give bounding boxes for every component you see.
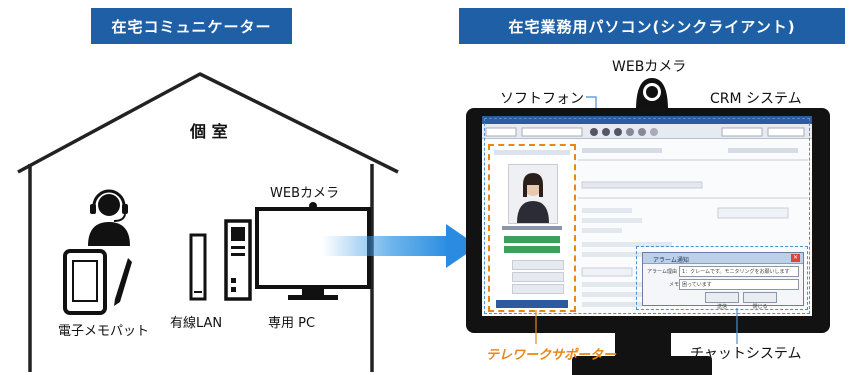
- monitor-webcam-label: WEBカメラ: [612, 59, 687, 75]
- alarm-reason-select[interactable]: 1：クレームです。モニタリングをお願いします: [679, 266, 799, 277]
- house-webcam-label: WEBカメラ: [270, 186, 339, 201]
- crm-system-frame: [484, 118, 810, 314]
- alarm-memo-input[interactable]: 困っています: [679, 279, 799, 290]
- alarm-cancel-button[interactable]: 閉じる: [743, 292, 777, 310]
- alarm-memo-label: メモ: [669, 282, 680, 288]
- chat-system-label: チャットシステム: [690, 346, 802, 362]
- chat-callout-line: [736, 308, 738, 344]
- room-label: 個 室: [190, 122, 228, 141]
- softphone-label: ソフトフォン: [500, 91, 584, 107]
- pen-icon: [114, 258, 132, 306]
- alarm-send-button[interactable]: 送信: [705, 292, 739, 310]
- connection-arrow: [322, 224, 478, 268]
- operator-headset-icon: [88, 189, 130, 246]
- lan-router-icon: [189, 233, 207, 301]
- agent-avatar-icon: [517, 173, 549, 223]
- monitor-screen: アラーム通知 ✕ アラーム理由 1：クレームです。モニタリングをお願いします メ…: [482, 116, 812, 316]
- house-outline: [17, 72, 399, 372]
- tablet-label: 電子メモパット: [58, 324, 150, 339]
- agent-photo-box: [508, 164, 558, 224]
- alarm-dialog: アラーム通知 ✕ アラーム理由 1：クレームです。モニタリングをお願いします メ…: [642, 252, 804, 310]
- telework-supporter-panel: [488, 144, 576, 312]
- pc-label: 専用 PC: [268, 316, 316, 331]
- crm-form-area: [578, 142, 808, 312]
- telework-call-button[interactable]: [504, 246, 560, 253]
- telework-supporter-label: テレワークサポーター: [486, 348, 617, 363]
- left-banner: 在宅コミュニケーター: [91, 8, 292, 44]
- crm-toolbar: [482, 124, 812, 139]
- right-banner: 在宅業務用パソコン(シンクライアント): [459, 8, 845, 44]
- chat-system-frame: [636, 246, 808, 310]
- monitor-stand-neck: [615, 333, 671, 357]
- monitor-stand-base: [572, 356, 712, 375]
- crm-titlebar: [482, 116, 812, 124]
- telework-callout-line: [535, 310, 537, 344]
- crm-label: CRM システム: [710, 91, 802, 107]
- alarm-dialog-close-icon[interactable]: ✕: [791, 254, 800, 262]
- lan-label: 有線LAN: [170, 316, 223, 331]
- telework-submit-button[interactable]: [496, 300, 568, 308]
- desktop-tower-icon: [224, 219, 252, 301]
- telework-status-button[interactable]: [504, 236, 560, 243]
- monitor-webcam-icon: [636, 78, 668, 110]
- alarm-dialog-title: アラーム通知: [653, 257, 689, 264]
- tablet-icon: [63, 249, 107, 315]
- alarm-dialog-titlebar: アラーム通知 ✕: [643, 253, 803, 264]
- alarm-reason-label: アラーム理由: [647, 269, 677, 275]
